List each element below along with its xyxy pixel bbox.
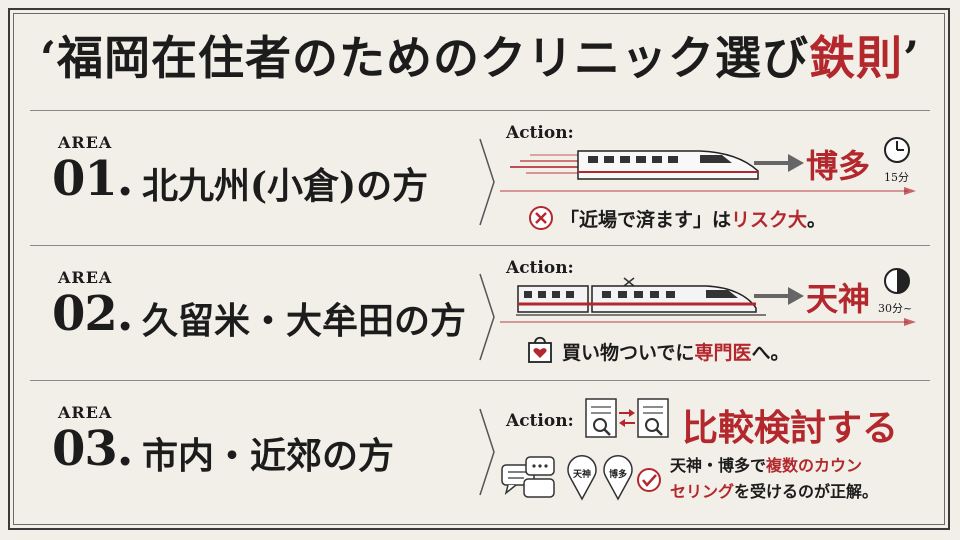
bullet-train-icon (510, 150, 759, 180)
chevron-right-icon (479, 273, 495, 361)
express-train-icon (516, 277, 766, 316)
area-note: 「近場で済ます」はリスク大。 (560, 205, 826, 232)
shopping-bag-heart-icon (528, 336, 552, 363)
outer-frame (8, 8, 950, 530)
area-row-02: AREA 02. 久留米・大牟田の方 Action: 天神 30分~ 買い (30, 250, 930, 380)
note-text: を受けるのが正解。 (734, 482, 879, 501)
action-label: Action: (506, 123, 574, 143)
title-main: 福岡在住者のためのクリニック選び (57, 31, 809, 85)
area-row-01: AREA 01. 北九州(小倉)の方 Action: 博多 15分 (30, 115, 930, 245)
chevron-right-icon (479, 138, 495, 226)
action-headline: 比較検討する (682, 407, 899, 449)
clock-icon (884, 137, 910, 163)
title-open-quote: ‘ (39, 31, 57, 85)
note-text: 天神・博多で (670, 456, 767, 475)
divider (30, 245, 930, 246)
arrow-right-icon (754, 287, 804, 305)
area-number: 02. (52, 286, 134, 342)
action-label: Action: (506, 258, 574, 278)
action-label: Action: (506, 411, 574, 431)
note-line-1: 天神・博多で複数のカウン (670, 453, 878, 479)
red-underline-arrow (500, 187, 916, 195)
chevron-right-icon (479, 408, 495, 496)
page-title: ‘福岡在住者のためのクリニック選び鉄則’ (0, 22, 960, 88)
inner-frame (13, 13, 945, 525)
check-circle-icon (637, 468, 661, 492)
note-emphasis: リスク大 (731, 209, 808, 231)
destination: 博多 (806, 147, 871, 185)
divider (30, 380, 930, 381)
area-note: 天神・博多で複数のカウン セリングを受けるのが正解。 (670, 453, 878, 505)
map-pin-icon (567, 455, 597, 501)
title-close-quote: ’ (903, 31, 921, 85)
pin-label: 天神 (572, 470, 591, 480)
note-text: 「近場で済ます」は (560, 209, 732, 231)
area-number: 03. (52, 421, 134, 477)
title-accent: 鉄則 (809, 31, 903, 85)
compare-documents-icon (585, 398, 669, 438)
red-underline-arrow (500, 318, 916, 326)
area-label: AREA (58, 133, 113, 152)
half-clock-icon (884, 268, 910, 294)
note-emphasis: セリング (670, 482, 735, 501)
note-emphasis: 専門医 (694, 342, 752, 364)
map-pin-icon (603, 455, 633, 501)
arrow-right-icon (754, 154, 804, 172)
chat-bubbles-icon (501, 456, 555, 498)
note-end: 。 (807, 209, 827, 231)
area-name: 久留米・大牟田の方 (142, 300, 467, 342)
travel-time: 30分~ (878, 302, 913, 315)
destination: 天神 (806, 280, 871, 318)
note-text: 買い物ついでに (562, 342, 695, 364)
area-row-03: AREA 03. 市内・近郊の方 Action: 比較検討する 天神 博多 (30, 385, 930, 515)
x-circle-icon (529, 206, 553, 230)
area-name: 北九州(小倉)の方 (142, 165, 429, 207)
area-note: 買い物ついでに専門医へ。 (562, 338, 789, 365)
area-number: 01. (52, 151, 134, 207)
divider (30, 110, 930, 111)
travel-time: 15分 (884, 171, 909, 184)
area-label: AREA (58, 268, 113, 287)
note-line-2: セリングを受けるのが正解。 (670, 479, 878, 505)
note-emphasis: 複数のカウン (766, 456, 863, 475)
area-label: AREA (58, 403, 113, 422)
pin-label: 博多 (608, 470, 627, 480)
area-name: 市内・近郊の方 (142, 435, 395, 477)
note-end: へ。 (751, 342, 790, 364)
